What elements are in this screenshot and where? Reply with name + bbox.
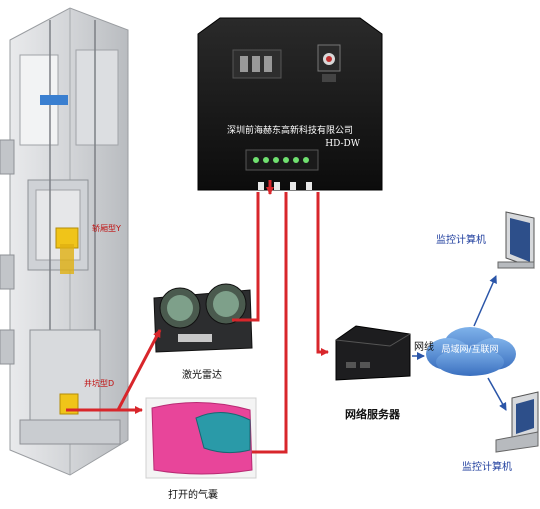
laser-radar-label: 激光雷达 bbox=[182, 368, 222, 381]
controller-box: 深圳前海赫东高新科技有限公司 HD-DW bbox=[197, 17, 383, 191]
red-links bbox=[66, 180, 329, 454]
door-panels bbox=[0, 139, 15, 365]
link-controller-to-airbag bbox=[252, 192, 288, 454]
elevator-shaft bbox=[0, 7, 129, 476]
status-led-row bbox=[253, 157, 309, 163]
blue-links bbox=[412, 275, 507, 411]
monitor-bottom-label: 监控计算机 bbox=[462, 460, 512, 473]
controller-company: 深圳前海赫东高新科技有限公司 bbox=[227, 124, 353, 136]
network-server-device bbox=[335, 325, 411, 381]
link-cloud-to-monitor-top bbox=[473, 275, 497, 327]
airbag-device bbox=[145, 397, 257, 479]
car-sensor-label: 轿厢型Y bbox=[92, 223, 121, 233]
car-sensor: 轿厢型Y bbox=[55, 223, 121, 274]
network-server-label: 网络服务器 bbox=[345, 407, 401, 421]
link-controller-to-server bbox=[316, 192, 329, 356]
cloud-label: 局域网/互联网 bbox=[441, 343, 498, 355]
link-cloud-to-monitor-bottom bbox=[487, 377, 507, 411]
network-link-label: 网线 bbox=[414, 340, 434, 353]
monitor-computer-top bbox=[497, 211, 535, 269]
controller-model: HD-DW bbox=[325, 139, 360, 149]
airbag-label: 打开的气囊 bbox=[168, 488, 218, 501]
shaft-sensor-label: 井坑型D bbox=[84, 378, 114, 388]
link-controller-to-radar bbox=[232, 192, 260, 322]
monitor-computer-bottom bbox=[495, 391, 539, 453]
monitor-top-label: 监控计算机 bbox=[436, 233, 486, 246]
laser-radar-device bbox=[153, 283, 253, 353]
network-cloud: 局域网/互联网 bbox=[426, 327, 516, 376]
